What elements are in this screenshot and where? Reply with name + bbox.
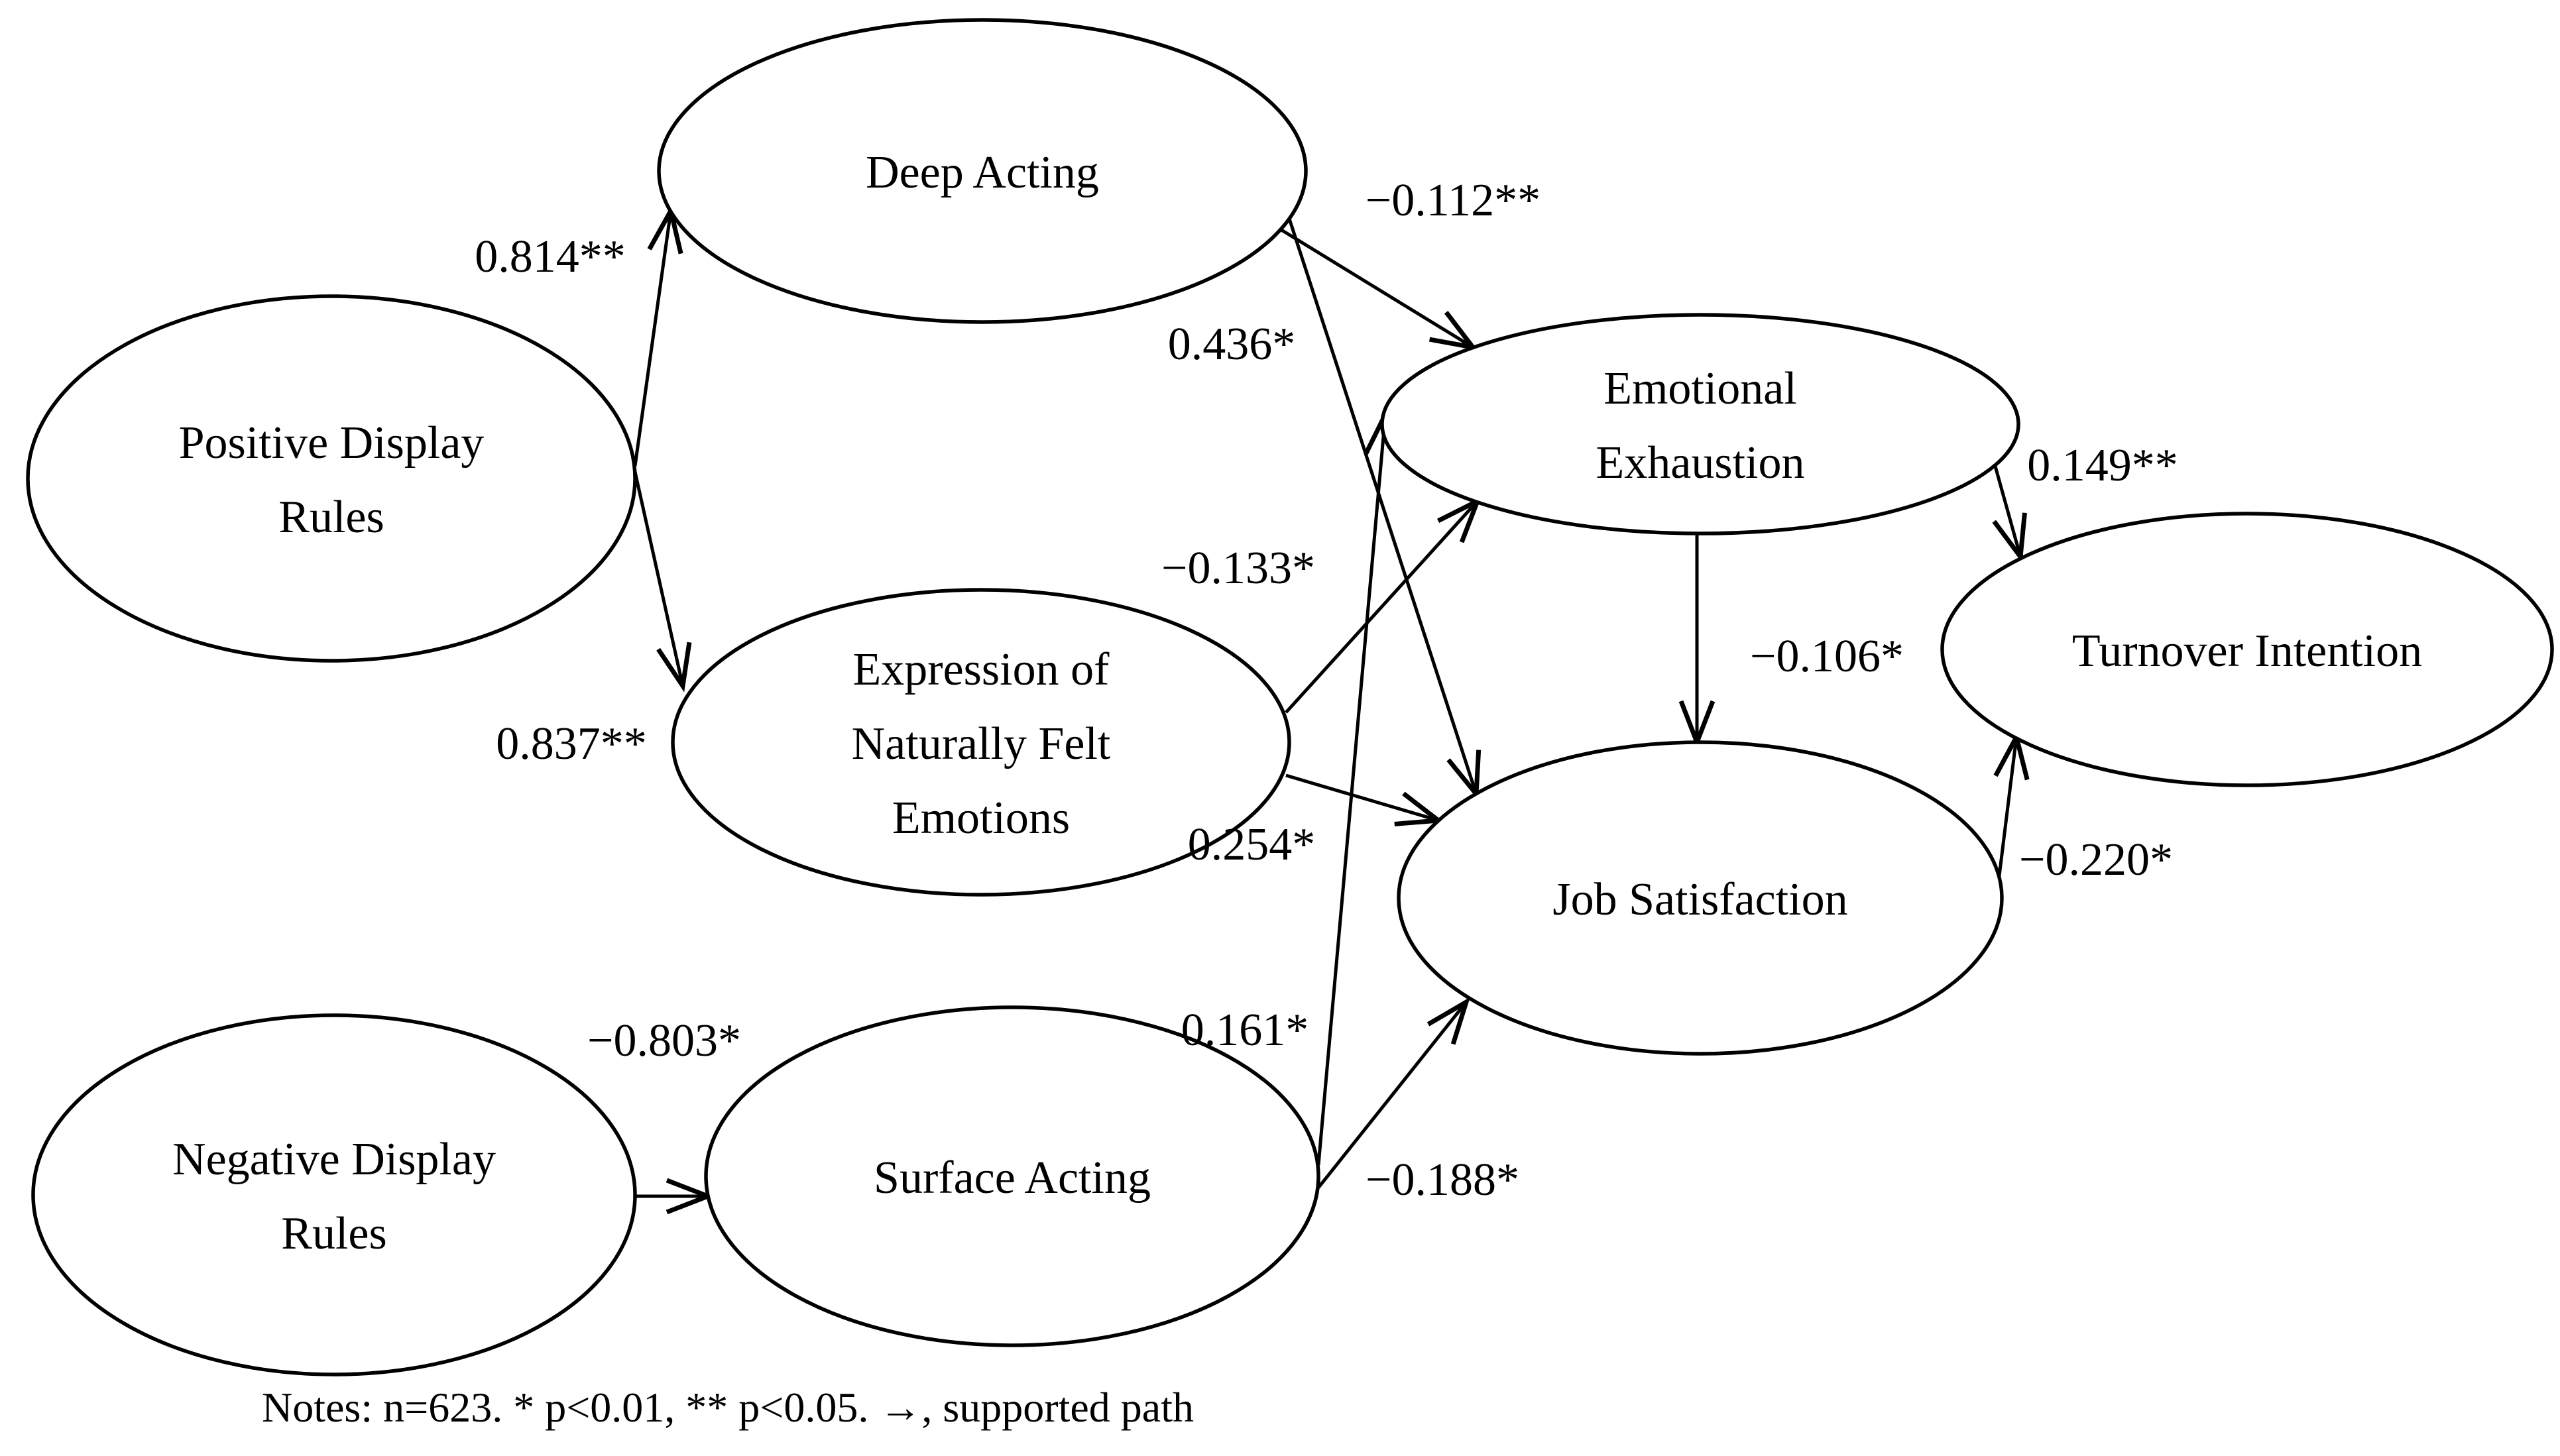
coefficient-deep-acting-to-job-satisfaction: 0.436* bbox=[1168, 319, 1296, 370]
coefficient-surface-acting-to-emotional-exhaustion: 0.161* bbox=[1181, 1005, 1309, 1056]
path-expression-of-naturally-felt-emotions-to-emotional-exhaustion bbox=[1285, 496, 1482, 714]
coefficient-negative-display-rules-to-surface-acting: −0.803* bbox=[587, 1015, 741, 1066]
coefficient-job-satisfaction-to-turnover-intention: −0.220* bbox=[2019, 834, 2173, 885]
node-surface-acting-label: Surface Acting bbox=[874, 1152, 1151, 1204]
coefficient-expression-of-naturally-felt-emotions-to-job-satisfaction: 0.254* bbox=[1188, 819, 1316, 870]
node-job-satisfaction-ellipse bbox=[1397, 740, 2004, 1056]
coefficient-positive-display-rules-to-expression-of-naturally-felt-emotions: 0.837** bbox=[496, 718, 647, 769]
node-expression-of-naturally-felt-emotions-ellipse bbox=[671, 588, 1291, 897]
node-emotional-exhaustion-ellipse bbox=[1380, 313, 2020, 535]
figure-notes: Notes: n=623. * p<0.01, ** p<0.05. →, su… bbox=[262, 1384, 1194, 1431]
path-job-satisfaction-to-turnover-intention bbox=[1993, 730, 2030, 882]
path-positive-display-rules-to-expression-of-naturally-felt-emotions bbox=[633, 471, 692, 693]
path-deep-acting-to-emotional-exhaustion bbox=[1275, 225, 1479, 351]
node-deep-acting-ellipse bbox=[657, 18, 1308, 324]
path-surface-acting-to-job-satisfaction bbox=[1317, 997, 1471, 1189]
node-turnover-intention-label: Turnover Intention bbox=[2072, 626, 2422, 677]
coefficient-surface-acting-to-job-satisfaction: −0.188* bbox=[1366, 1154, 1519, 1205]
coefficient-expression-of-naturally-felt-emotions-to-emotional-exhaustion: −0.133* bbox=[1161, 543, 1315, 594]
path-expression-of-naturally-felt-emotions-to-job-satisfaction bbox=[1285, 773, 1445, 826]
node-positive-display-rules-ellipse bbox=[26, 294, 637, 663]
coefficient-positive-display-rules-to-deep-acting: 0.814** bbox=[475, 231, 626, 282]
node-turnover-intention-ellipse bbox=[1940, 512, 2554, 787]
coefficient-deep-acting-to-emotional-exhaustion: −0.112** bbox=[1366, 175, 1541, 226]
node-negative-display-rules-ellipse bbox=[31, 1013, 637, 1376]
path-surface-acting-to-emotional-exhaustion bbox=[1316, 408, 1400, 1166]
coefficient-emotional-exhaustion-to-turnover-intention: 0.149** bbox=[2027, 440, 2178, 491]
path-positive-display-rules-to-deep-acting bbox=[633, 204, 683, 467]
coefficient-emotional-exhaustion-to-job-satisfaction: −0.106* bbox=[1750, 631, 1904, 682]
node-surface-acting-ellipse bbox=[704, 1005, 1320, 1347]
node-deep-acting-label: Deep Acting bbox=[866, 147, 1099, 198]
path-deep-acting-to-job-satisfaction bbox=[1287, 218, 1482, 801]
coefficients-layer: 0.814** 0.837** −0.803* −0.112** 0.436* −0.13… bbox=[475, 175, 2178, 1205]
node-job-satisfaction-label: Job Satisfaction bbox=[1552, 874, 1847, 925]
